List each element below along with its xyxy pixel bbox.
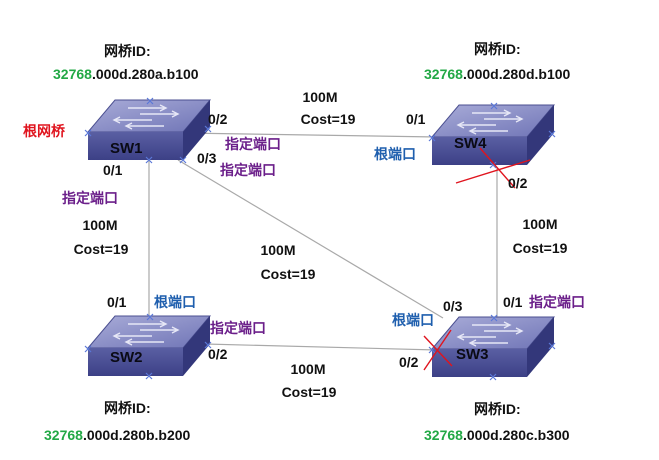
root-bridge-label: 根网桥	[23, 123, 65, 139]
sw1-0-1-designated: 指定端口	[62, 190, 118, 206]
link-sw4-sw3-speed: 100M	[522, 216, 558, 232]
sw1-0-3-designated: 指定端口	[220, 162, 276, 178]
sw3-label: SW3	[456, 346, 489, 363]
link-sw1-sw4	[182, 132, 438, 138]
switch-sw4[interactable]	[428, 102, 556, 169]
sw3-bridge-id: 32768.000d.280c.b300	[424, 427, 570, 443]
sw3-mac: .000d.280c.b300	[462, 427, 570, 443]
sw4-priority: 32768	[424, 66, 463, 82]
sw1-port-0-3: 0/3	[197, 150, 217, 166]
link-sw4-sw3-cost: Cost=19	[512, 240, 568, 256]
sw3-0-3-root-port: 根端口	[392, 312, 434, 328]
sw1-port-0-2: 0/2	[208, 111, 228, 127]
link-sw1-sw2-cost: Cost=19	[73, 241, 129, 257]
sw1-mac: .000d.280a.b100	[91, 66, 199, 82]
blocked-port-sw3-0-2	[423, 329, 453, 371]
sw2-mac: .000d.280b.b200	[82, 427, 191, 443]
sw1-port-0-1: 0/1	[103, 162, 123, 178]
sw4-bridge-id-label: 网桥ID:	[474, 41, 521, 57]
link-sw2-sw3-cost: Cost=19	[281, 384, 337, 400]
link-sw2-sw3-speed: 100M	[290, 361, 326, 377]
sw3-port-0-3: 0/3	[443, 298, 463, 314]
switch-sw2[interactable]	[84, 313, 212, 380]
sw3-priority: 32768	[424, 427, 463, 443]
sw3-port-0-1: 0/1	[503, 294, 523, 310]
sw4-mac: .000d.280d.b100	[462, 66, 571, 82]
sw3-0-1-designated: 指定端口	[529, 294, 585, 310]
sw4-0-1-root-port: 根端口	[374, 146, 416, 162]
sw2-bridge-id: 32768.000d.280b.b200	[44, 427, 190, 443]
link-sw2-sw3	[204, 343, 438, 351]
blocked-port-sw4-0-2	[455, 147, 531, 189]
link-sw1-sw4-cost: Cost=19	[300, 111, 356, 127]
link-sw1-sw2-speed: 100M	[82, 217, 118, 233]
switch-sw1[interactable]	[84, 97, 212, 164]
sw2-priority: 32768	[44, 427, 83, 443]
sw1-priority: 32768	[53, 66, 92, 82]
link-sw1-sw4-speed: 100M	[302, 89, 338, 105]
sw3-port-0-2: 0/2	[399, 354, 419, 370]
sw2-port-0-1: 0/1	[107, 294, 127, 310]
link-sw1-sw3-speed: 100M	[260, 242, 296, 258]
sw3-bridge-id-label: 网桥ID:	[474, 401, 521, 417]
sw2-bridge-id-label: 网桥ID:	[104, 400, 151, 416]
sw2-0-1-root-port: 根端口	[154, 294, 196, 310]
sw2-port-0-2: 0/2	[208, 346, 228, 362]
sw2-0-2-designated: 指定端口	[210, 320, 266, 336]
sw1-bridge-id-label: 网桥ID:	[104, 43, 151, 59]
link-sw1-sw3-cost: Cost=19	[260, 266, 316, 282]
switch-sw3[interactable]	[428, 314, 556, 381]
link-sw1-sw3	[177, 159, 444, 319]
sw2-label: SW2	[110, 349, 143, 366]
sw4-label: SW4	[454, 135, 487, 152]
sw1-label: SW1	[110, 140, 143, 157]
sw4-port-0-1: 0/1	[406, 111, 426, 127]
sw1-0-2-designated: 指定端口	[225, 136, 281, 152]
sw4-port-0-2: 0/2	[508, 175, 528, 191]
sw1-bridge-id: 32768.000d.280a.b100	[53, 66, 199, 82]
sw4-bridge-id: 32768.000d.280d.b100	[424, 66, 570, 82]
